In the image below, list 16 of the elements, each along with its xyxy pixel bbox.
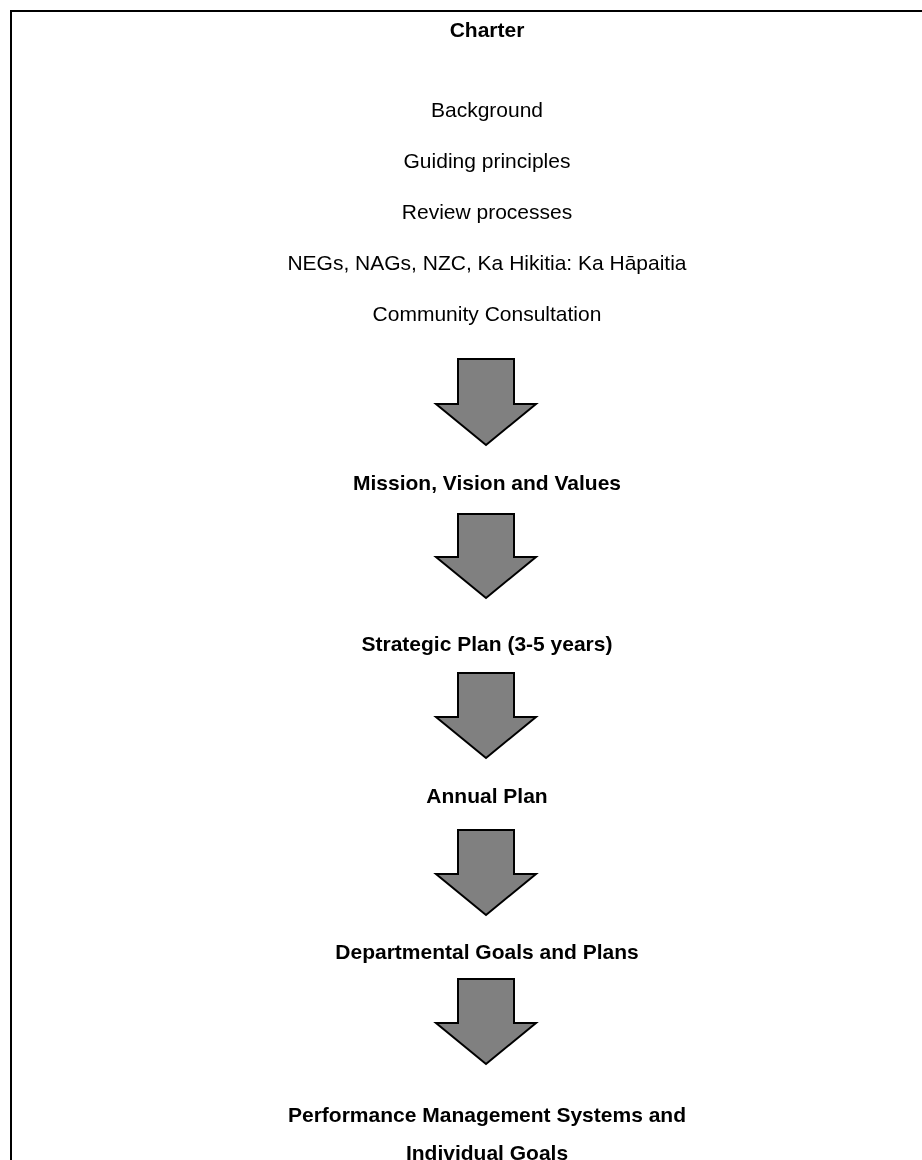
step-label: Annual Plan [425, 783, 549, 809]
block-arrow [433, 358, 539, 447]
step-label: Strategic Plan (3-5 years) [360, 631, 614, 657]
block-arrow [433, 513, 539, 600]
step-label: Departmental Goals and Plans [334, 939, 640, 965]
list-item: Background [429, 97, 545, 123]
list-item: Review processes [400, 199, 574, 225]
block-arrow [433, 672, 539, 760]
step-label: Mission, Vision and Values [352, 470, 622, 496]
list-item: Community Consultation [371, 301, 603, 327]
block-arrow [433, 978, 539, 1066]
heading: Charter [448, 17, 526, 43]
list-item: Guiding principles [402, 148, 572, 174]
block-arrow [433, 829, 539, 917]
step-label: Performance Management Systems and Individual Goals [287, 1102, 687, 1160]
list-item: NEGs, NAGs, NZC, Ka Hikitia: Ka Hāpaitia [286, 250, 688, 276]
